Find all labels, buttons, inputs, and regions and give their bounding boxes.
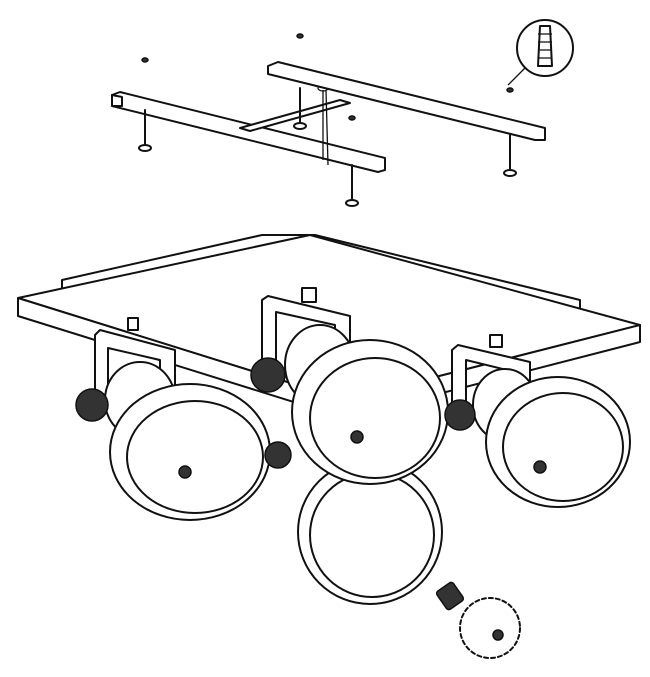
light-bulb (435, 581, 521, 659)
spotlight-right (444, 334, 631, 508)
wall-plug-callout (507, 19, 574, 86)
screw-icon (138, 109, 152, 152)
knob-icon (444, 399, 476, 431)
screw-icon (345, 164, 359, 207)
knob-icon (264, 441, 292, 469)
mounting-bracket (111, 61, 546, 173)
screw-icon (293, 87, 307, 130)
screw-icon (503, 134, 517, 177)
screws (138, 87, 517, 207)
knob-icon (250, 357, 286, 393)
knob-icon (75, 388, 109, 422)
spotlight-left (75, 317, 271, 521)
spotlight-center (250, 287, 449, 485)
